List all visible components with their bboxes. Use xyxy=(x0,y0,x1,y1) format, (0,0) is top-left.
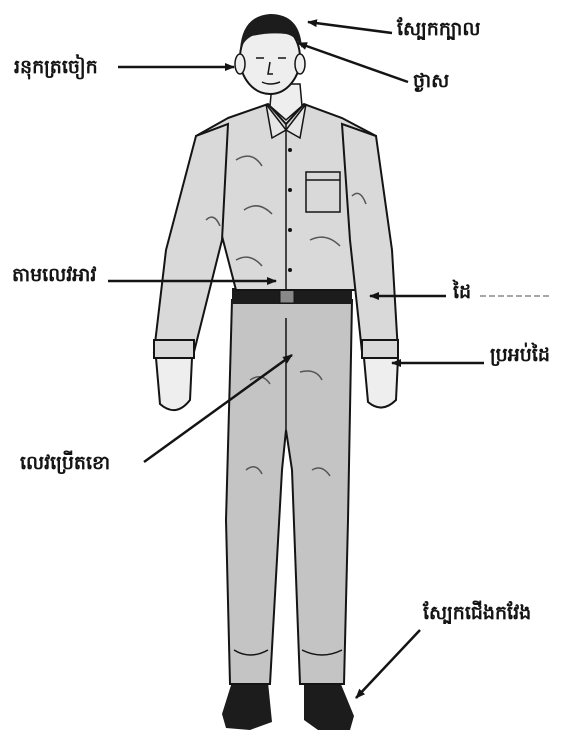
label-scalp: ស្បែកក្បាល xyxy=(397,20,480,39)
label-forehead: ថ្ងាស xyxy=(413,72,449,91)
label-fly: លេវប្រើតខោ xyxy=(20,454,110,473)
left-shoe xyxy=(222,682,272,730)
left-sleeve xyxy=(154,124,228,352)
label-shoe: ស្បែកជើងកវែង xyxy=(423,604,531,623)
right-hand xyxy=(364,358,398,408)
label-ear: រនុកត្រចៀក xyxy=(14,58,98,77)
arrow-forehead xyxy=(298,43,408,82)
label-hand: ដៃ xyxy=(453,283,471,302)
left-hand xyxy=(156,358,192,410)
right-shoe xyxy=(304,682,354,730)
label-cuff: ប្រអប់ដៃ xyxy=(490,346,550,365)
arrow-shoe xyxy=(356,630,420,698)
soldier-figure xyxy=(154,14,398,730)
arrow-scalp xyxy=(308,22,392,33)
label-belt: តាមលេវអាវ xyxy=(12,266,96,285)
